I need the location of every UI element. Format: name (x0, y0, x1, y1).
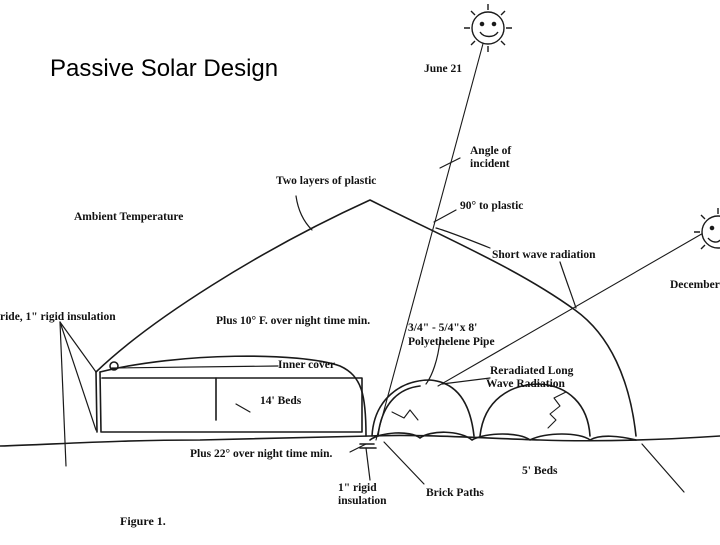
label-rigid-1: 1" rigid (338, 482, 377, 494)
label-plus10: Plus 10° F. over night time min. (216, 315, 371, 327)
page-title: Passive Solar Design (50, 55, 279, 82)
label-ninety: 90° to plastic (460, 200, 524, 212)
label-reradiated-1: Reradiated Long (490, 365, 574, 377)
pipe-dome (371, 379, 475, 437)
label-beds-5: 5' Beds (522, 465, 558, 477)
label-june: June 21 (424, 63, 463, 75)
label-beds-14: 14' Beds (260, 395, 302, 407)
december-ray (437, 227, 713, 387)
label-inner-cover: Inner cover (278, 359, 335, 371)
label-pipe-name: Polyethelene Pipe (408, 336, 495, 348)
label-short-wave: Short wave radiation (492, 249, 596, 261)
june-ray (375, 39, 485, 441)
label-reradiated-2: Wave Radiation (486, 378, 565, 390)
label-brick-paths: Brick Paths (426, 487, 484, 499)
label-plus22: Plus 22° over night time min. (190, 448, 333, 460)
inner-cover (99, 355, 367, 437)
label-rigid-insulation-side: ride, 1" rigid insulation (0, 311, 116, 323)
left-wall (95, 371, 98, 433)
label-pipe-size: 3/4" - 5/4"x 8' (408, 322, 478, 334)
label-angle-of: Angle of (470, 145, 512, 157)
label-two-layers: Two layers of plastic (276, 175, 377, 187)
ground-line (0, 434, 720, 447)
greenhouse-shell (95, 199, 637, 437)
label-ambient: Ambient Temperature (74, 211, 184, 223)
label-rigid-2: insulation (338, 495, 387, 507)
label-incident: incident (470, 158, 510, 170)
june-sun-icon (464, 4, 512, 52)
label-december: December (670, 279, 720, 291)
bed-5-dome (479, 383, 591, 437)
figure-caption: Figure 1. (120, 514, 166, 528)
bed-14 (101, 377, 363, 433)
december-sun-icon (694, 208, 720, 250)
